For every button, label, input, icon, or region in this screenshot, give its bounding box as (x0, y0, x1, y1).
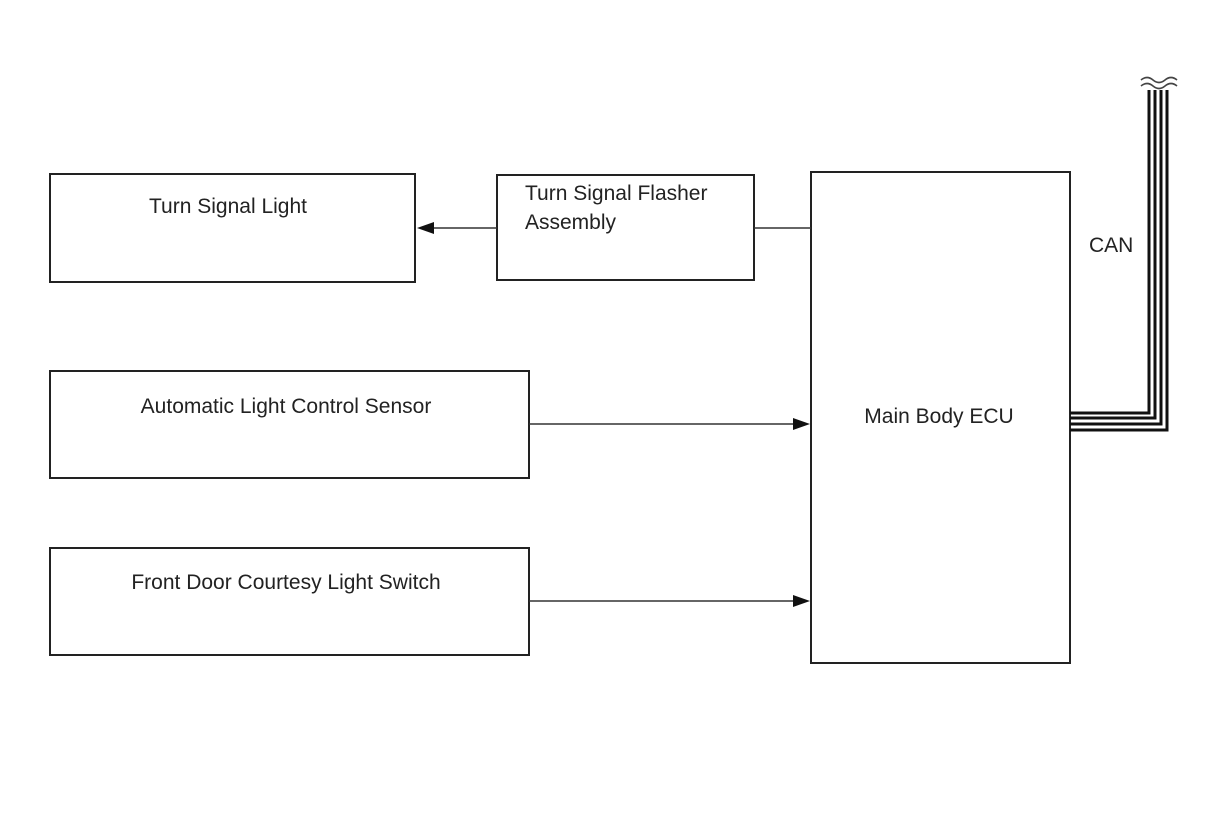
can-label: CAN (1089, 234, 1133, 257)
sensor-to-ecu-connection (529, 418, 810, 430)
can-bus: CAN (1070, 76, 1178, 432)
arrowhead-turn-light (417, 222, 434, 234)
main-body-ecu-label: Main Body ECU (864, 405, 1013, 428)
turn-signal-flasher-label-line2: Assembly (525, 211, 617, 234)
turn-signal-light-block: Turn Signal Light (49, 173, 416, 283)
door-switch-block: Front Door Courtesy Light Switch (49, 547, 530, 656)
door-switch-to-ecu-connection (529, 595, 810, 607)
turn-signal-light-label: Turn Signal Light (149, 195, 307, 218)
door-switch-label: Front Door Courtesy Light Switch (131, 571, 440, 594)
turn-signal-flasher-label-line1: Turn Signal Flasher (525, 182, 707, 205)
turn-signal-flasher-block: Turn Signal Flasher Assembly (496, 174, 755, 281)
wire-break-symbol (1140, 76, 1178, 90)
auto-light-sensor-block: Automatic Light Control Sensor (49, 370, 530, 479)
auto-light-sensor-label: Automatic Light Control Sensor (141, 395, 432, 418)
main-body-ecu-block: Main Body ECU (810, 171, 1071, 664)
flasher-to-turn-light-connection (417, 222, 497, 234)
arrowhead-ecu-door (793, 595, 810, 607)
arrowhead-ecu-sensor (793, 418, 810, 430)
